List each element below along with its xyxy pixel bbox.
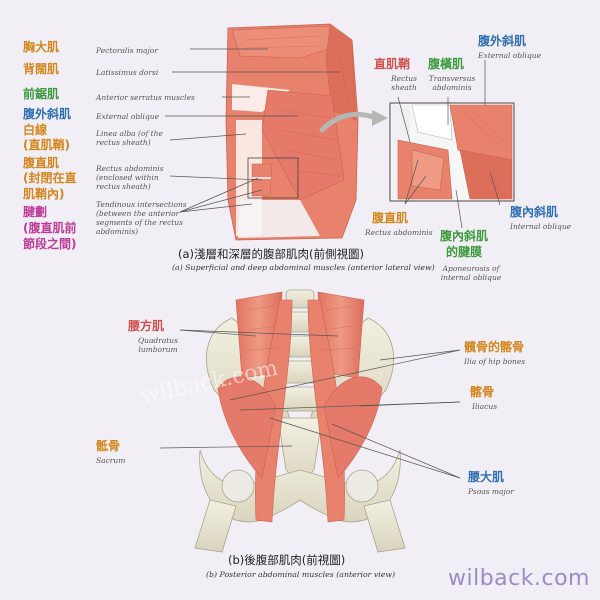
inset-ext-oblique-en: External oblique [478, 51, 542, 60]
inset-transversus-en: Transversus abdominis [428, 74, 476, 92]
panel-a-leader-lines [165, 48, 501, 229]
panel-b-caption-zh: (b)後腹部肌肉(前視圖) [228, 553, 346, 567]
sidebar-label-10: 腱劃 [23, 205, 48, 219]
inset-aponeurosis-zh-1: 腹內斜肌 [440, 229, 489, 243]
label-external-oblique: External oblique [96, 112, 160, 121]
label-quadratus-en: Quadratus lumborum [137, 336, 178, 354]
pelvis-illustration [194, 289, 406, 553]
sidebar-label-2: 背闊肌 [23, 62, 60, 76]
inset-aponeurosis-en: Aponeurosis of internal oblique [440, 264, 502, 282]
sidebar-label-1: 胸大肌 [23, 40, 60, 54]
label-pectoralis-major: Pectoralis major [96, 46, 158, 55]
inset-rectus-sheath-en: Rectus sheath [391, 74, 417, 92]
panel-a-caption-zh: (a)淺層和深層的腹部肌肉(前側視圖) [178, 247, 364, 261]
sidebar-label-4: 腹外斜肌 [23, 107, 72, 121]
label-rectus-abdominis: Rectus abdominis (enclosed within rectus… [96, 164, 164, 191]
inset-aponeurosis-zh-2: 的腱膜 [446, 245, 483, 259]
panel-b-caption-en: (b) Posterior abdominal muscles (anterio… [206, 570, 396, 579]
sidebar-label-12: 節段之間) [23, 237, 77, 251]
label-ilia-en: Ilia of hip bones [464, 357, 526, 366]
inset-rectus-abd-zh: 腹直肌 [372, 211, 409, 225]
torso-illustration [225, 23, 359, 241]
label-sacrum-en: Sacrum [96, 456, 126, 465]
inset-transversus-zh: 腹橫肌 [428, 57, 465, 71]
sidebar-label-11: (腹直肌前 [23, 221, 77, 235]
inset-detail [389, 102, 515, 202]
label-sacrum-zh: 骶骨 [96, 439, 121, 453]
label-psoas-zh: 腰大肌 [468, 470, 505, 484]
sidebar-label-9: 肌鞘內) [23, 187, 65, 201]
label-quadratus-zh: 腰方肌 [128, 319, 165, 333]
label-tendinous-intersections: Tendinous intersections (between the ant… [96, 200, 187, 236]
sidebar-label-6: (直肌鞘) [23, 138, 70, 152]
label-ilia-zh: 髖骨的髂骨 [464, 340, 525, 354]
inset-ext-oblique-zh: 腹外斜肌 [478, 34, 527, 48]
label-iliacus-en: Iliacus [472, 402, 498, 411]
inset-int-oblique-en: Internal oblique [510, 222, 572, 231]
label-latissimus-dorsi: Latissimus dorsi [96, 68, 159, 77]
panel-a-caption-en: (a) Superficial and deep abdominal muscl… [172, 263, 435, 272]
inset-rectus-abd-en: Rectus abdominis [365, 228, 433, 237]
label-anterior-serratus: Anterior serratus muscles [96, 93, 195, 102]
watermark: wilback.com [448, 566, 590, 591]
sidebar-label-8: (封閉在直 [23, 171, 77, 185]
sidebar-label-7: 腹直肌 [23, 156, 60, 170]
inset-rectus-sheath-zh: 直肌鞘 [374, 57, 411, 71]
sidebar-label-3: 前鋸肌 [23, 87, 60, 101]
label-linea-alba: Linea alba (of the rectus sheath) [96, 129, 163, 147]
label-iliacus-zh: 髂骨 [470, 385, 495, 399]
label-psoas-en: Psoas major [468, 487, 514, 496]
sidebar-label-5: 白線 [23, 123, 48, 137]
inset-int-oblique-zh: 腹內斜肌 [510, 205, 559, 219]
panel-b-leader-lines [159, 329, 461, 479]
